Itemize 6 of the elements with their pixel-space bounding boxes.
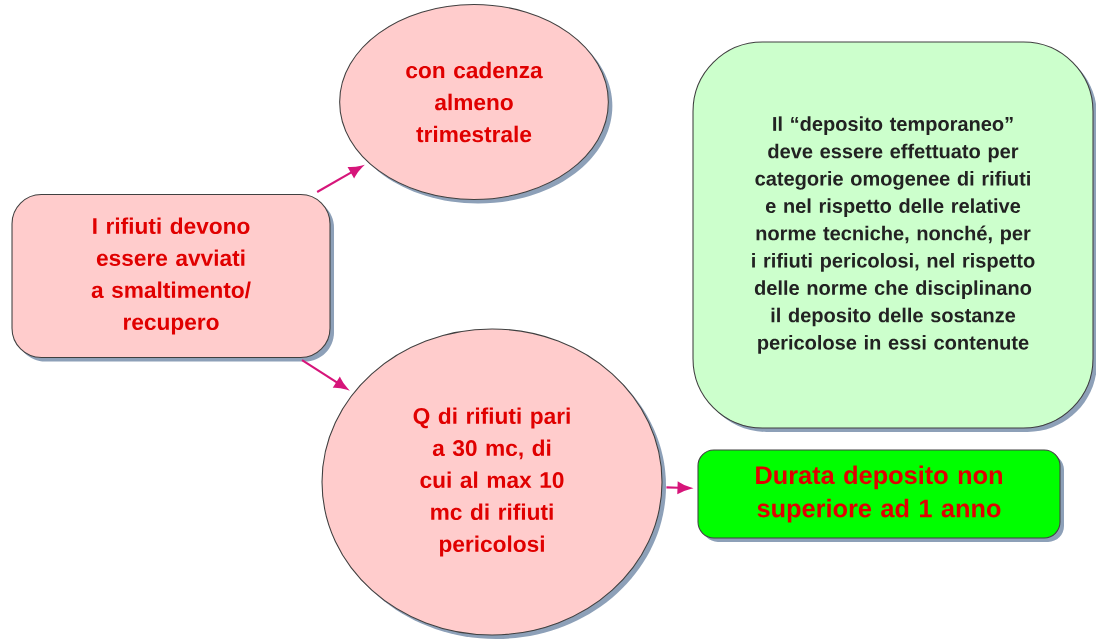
rounded-box: I rifiuti devono essere avviati a smaltimento/ recupero <box>11 194 334 362</box>
rounded-box: Durata deposito non superiore ad 1 anno <box>697 449 1064 542</box>
arrow <box>666 482 691 494</box>
rounded-box: Il “deposito temporaneo” deve essere effettuato per categorie omogenee di rifiuti e nel rispetto delle relative norme tecniche, nonché, per i rifiuti pericolosi, nel rispetto delle norme che disciplinano il deposito delle sostanze pericolose in essi contenute <box>692 41 1096 432</box>
arrow <box>316 165 363 193</box>
arrow <box>301 359 348 390</box>
